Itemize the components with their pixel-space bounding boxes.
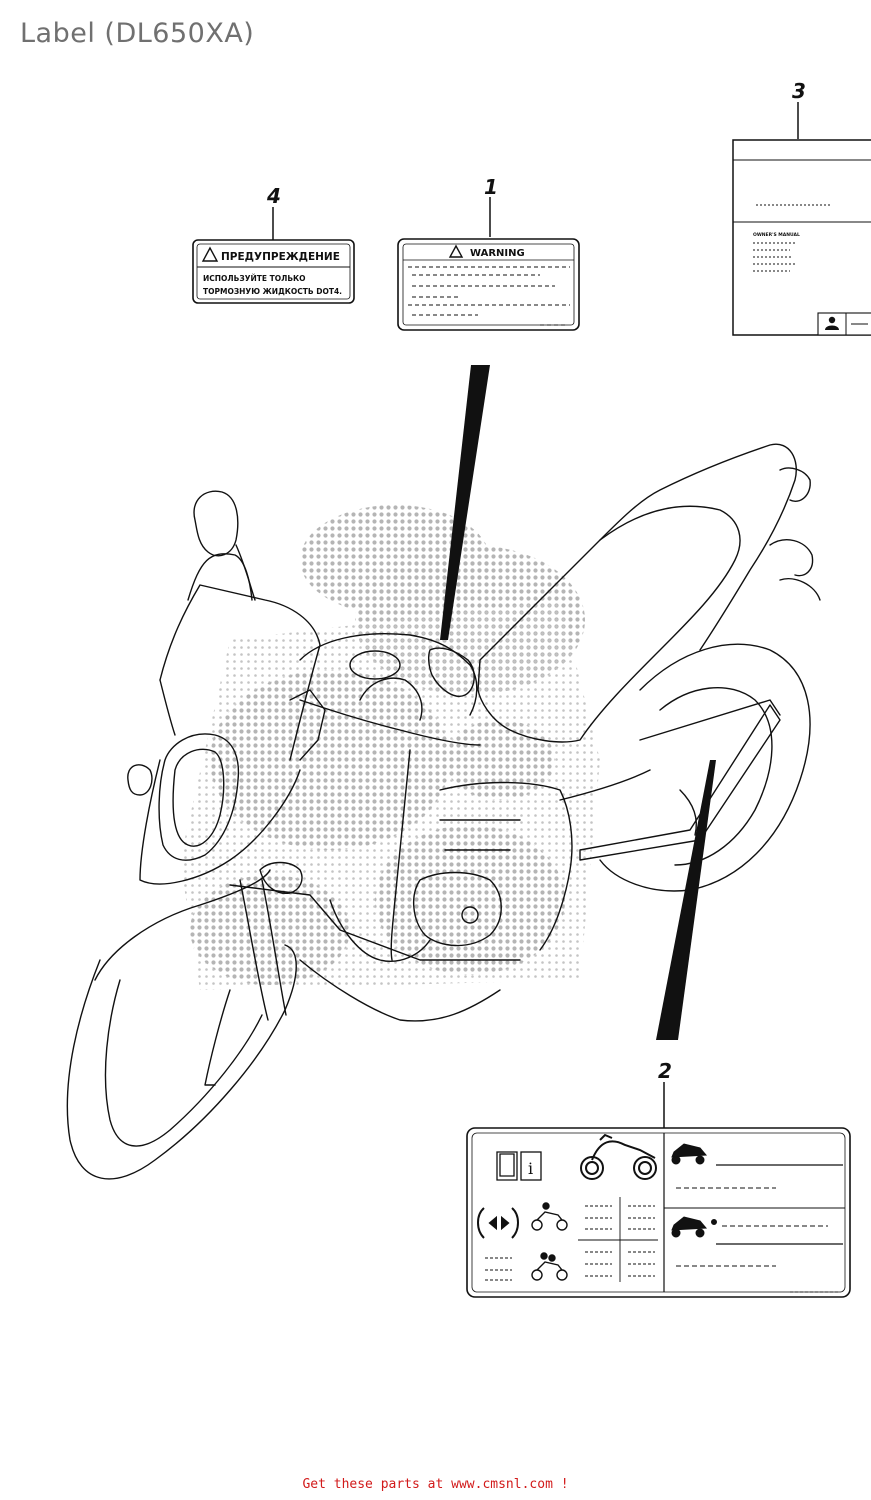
svg-text:1: 1 (484, 175, 498, 199)
footer-shop-link[interactable]: Get these parts at www.cmsnl.com ! (302, 1477, 569, 1492)
svg-text:i: i (528, 1159, 533, 1178)
callout-4[interactable]: 4 (266, 184, 281, 240)
callout-3[interactable]: 3 (792, 79, 806, 139)
motorcycle-icon (671, 1143, 708, 1165)
tire-pressure-icon (477, 1207, 519, 1239)
label-4-russian-warning[interactable]: ПРЕДУПРЕЖДЕНИЕ ИСПОЛЬЗУЙТЕ ТОЛЬКО ТОРМОЗ… (192, 239, 355, 304)
label-2-tire-info[interactable]: i (466, 1127, 851, 1298)
svg-text:ПРЕДУПРЕЖДЕНИЕ: ПРЕДУПРЕЖДЕНИЕ (221, 251, 340, 263)
halftone-shading (180, 505, 600, 990)
svg-text:2: 2 (658, 1059, 672, 1083)
warning-triangle-icon (448, 244, 464, 258)
person-icon (825, 313, 847, 335)
svg-text:3: 3 (792, 79, 806, 103)
svg-text:WARNING: WARNING (470, 248, 525, 259)
rider-passenger-icon (531, 1252, 568, 1281)
label-3-manual[interactable]: OWNER'S MANUAL (732, 139, 871, 336)
label-1-warning[interactable]: WARNING (397, 238, 580, 331)
svg-text:OWNER'S MANUAL: OWNER'S MANUAL (753, 232, 800, 238)
page-title: Label (DL650XA) (20, 18, 255, 49)
svg-text:ТОРМОЗНУЮ ЖИДКОСТЬ DOT4.: ТОРМОЗНУЮ ЖИДКОСТЬ DOT4. (203, 287, 342, 296)
svg-text:ИСПОЛЬЗУЙТЕ ТОЛЬКО: ИСПОЛЬЗУЙТЕ ТОЛЬКО (203, 274, 306, 283)
motorcycle-icon (580, 1133, 657, 1180)
callout-1[interactable]: 1 (484, 175, 498, 237)
motorcycle-icon (671, 1216, 717, 1238)
motorcycle-drawing (66, 443, 821, 1180)
warning-triangle-icon (201, 246, 219, 262)
callout-2[interactable]: 2 (658, 1059, 672, 1130)
leader-lines (440, 365, 716, 1040)
owner-manual-icon: i (496, 1151, 542, 1181)
rider-solo-icon (531, 1202, 568, 1231)
svg-text:4: 4 (266, 184, 281, 208)
